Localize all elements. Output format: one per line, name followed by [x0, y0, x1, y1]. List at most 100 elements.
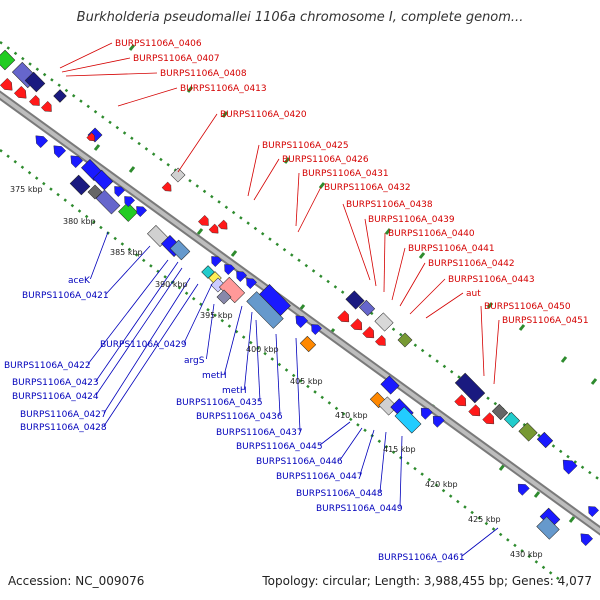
- ruler-dots-inner: [127, 247, 132, 252]
- ruler-dots-outer: [420, 348, 425, 353]
- gene-label-reverse: BURPS1106A_0423: [12, 378, 99, 388]
- ruler-dots-inner: [191, 297, 196, 301]
- gene-shape: [53, 145, 67, 159]
- gene-shape: [211, 256, 222, 268]
- ruler-dots-outer: [144, 147, 149, 151]
- leader-line-forward: [247, 144, 260, 197]
- ruler-dots-outer: [210, 194, 214, 199]
- tick-label: 425 kbp: [468, 515, 501, 524]
- ruler-dash: [590, 378, 598, 385]
- leader-line-forward: [59, 42, 113, 69]
- gene-box: [170, 167, 186, 183]
- tick-label: 400 kbp: [246, 345, 279, 354]
- ruler-dots-outer: [319, 274, 323, 278]
- gene-label-reverse: BURPS1106A_0428: [20, 423, 107, 433]
- gene-label-forward: BURPS1106A_0406: [115, 39, 202, 49]
- gene-label-reverse: BURPS1106A_0461: [378, 553, 465, 563]
- gene-box: [169, 239, 191, 261]
- ruler-dots-inner: [534, 560, 539, 564]
- gene-body: [378, 396, 398, 416]
- tick-label: 390 kbp: [155, 280, 188, 289]
- gene-box: [345, 290, 365, 310]
- leader-line-reverse: [105, 245, 151, 295]
- ruler-dots-outer: [558, 449, 563, 454]
- ruler-dots-outer: [428, 354, 432, 358]
- tick-label: 410 kbp: [335, 411, 368, 420]
- gene-label-reverse: BURPS1106A_0435: [176, 398, 263, 408]
- gene-shape: [482, 412, 495, 425]
- ruler-dots-inner: [363, 428, 367, 433]
- ruler-dots-inner: [334, 406, 339, 411]
- ruler-dots-outer: [122, 131, 127, 135]
- gene-box: [394, 406, 422, 434]
- ruler-dash: [283, 157, 291, 164]
- gene-arrow: [517, 483, 530, 496]
- ruler-dots-inner: [70, 203, 75, 208]
- gene-label-reverse: BURPS1106A_0424: [12, 392, 99, 402]
- gene-body: [53, 89, 67, 103]
- ruler-dots-inner: [206, 307, 210, 312]
- ruler-dots-outer: [151, 152, 156, 156]
- ruler-dots-outer: [86, 104, 90, 109]
- ruler-dots-inner: [434, 483, 439, 487]
- label-leader-lines: [59, 42, 500, 557]
- gene-arrow: [29, 94, 40, 106]
- leader-line-forward: [425, 292, 464, 319]
- leader-line-forward: [253, 158, 280, 201]
- ruler-dots-outer: [369, 311, 374, 316]
- leader-line-reverse: [339, 427, 363, 461]
- ruler-dots-outer: [588, 470, 592, 475]
- ruler-dots-inner: [341, 412, 346, 416]
- gene-labels: BURPS1106A_0406BURPS1106A_0407BURPS1106A…: [4, 39, 589, 563]
- gene-label-reverse: BURPS1106A_0437: [216, 428, 303, 438]
- gene-arrow: [362, 326, 375, 339]
- ruler-dots-outer: [333, 285, 338, 289]
- gene-body: [169, 239, 191, 261]
- gene-shape: [198, 214, 209, 226]
- ruler-dots-outer: [79, 99, 83, 103]
- gene-shape: [517, 483, 530, 496]
- leader-line-reverse: [95, 267, 183, 396]
- gene-arrow: [41, 100, 52, 112]
- ruler-dots-outer: [413, 343, 418, 347]
- gene-body: [380, 375, 400, 395]
- leader-line-reverse: [87, 259, 169, 365]
- ruler-dots-inner: [92, 220, 96, 224]
- gene-label-forward: BURPS1106A_0413: [180, 84, 267, 94]
- gene-arrow: [13, 85, 27, 99]
- ruler-dots-inner: [177, 286, 182, 290]
- tick-label: 430 kbp: [510, 550, 543, 559]
- gene-box: [53, 89, 67, 103]
- gene-box: [69, 174, 91, 196]
- ruler-dots-inner: [441, 488, 446, 493]
- gene-label-reverse: BURPS1106A_0447: [276, 472, 363, 482]
- gene-label-forward: BURPS1106A_0426: [282, 155, 369, 165]
- ruler-dots-inner: [277, 362, 282, 367]
- ruler-dots-inner: [84, 214, 89, 219]
- ruler-dots-outer: [260, 232, 265, 236]
- leader-line-reverse: [95, 261, 179, 382]
- gene-label-reverse: BURPS1106A_0422: [4, 361, 91, 371]
- ruler-dots-outer: [35, 67, 40, 72]
- gene-shape: [224, 264, 235, 276]
- ruler-dots-inner: [327, 401, 332, 405]
- ruler-dots-outer: [137, 141, 141, 146]
- ruler-dash: [196, 228, 204, 235]
- gene-arrow: [337, 310, 350, 323]
- ruler-dots-inner: [220, 318, 225, 323]
- ruler-dots-inner: [270, 357, 275, 361]
- ruler-dots-outer: [159, 157, 163, 162]
- tick-label: 395 kbp: [200, 311, 233, 320]
- gene-label-reverse: metH: [222, 386, 247, 396]
- gene-label-reverse: BURPS1106A_0427: [20, 410, 107, 420]
- gene-label-forward: BURPS1106A_0451: [502, 316, 589, 326]
- gene-shape: [468, 404, 481, 417]
- gene-arrow-small: [86, 132, 96, 142]
- gene-box: [397, 332, 413, 348]
- ruler-dots-outer: [449, 369, 454, 374]
- gene-arrow: [70, 155, 84, 169]
- ruler-dots-outer: [442, 364, 447, 369]
- gene-box: [536, 431, 554, 449]
- gene-label-forward: BURPS1106A_0438: [346, 200, 433, 210]
- ruler-dots-outer: [42, 72, 47, 77]
